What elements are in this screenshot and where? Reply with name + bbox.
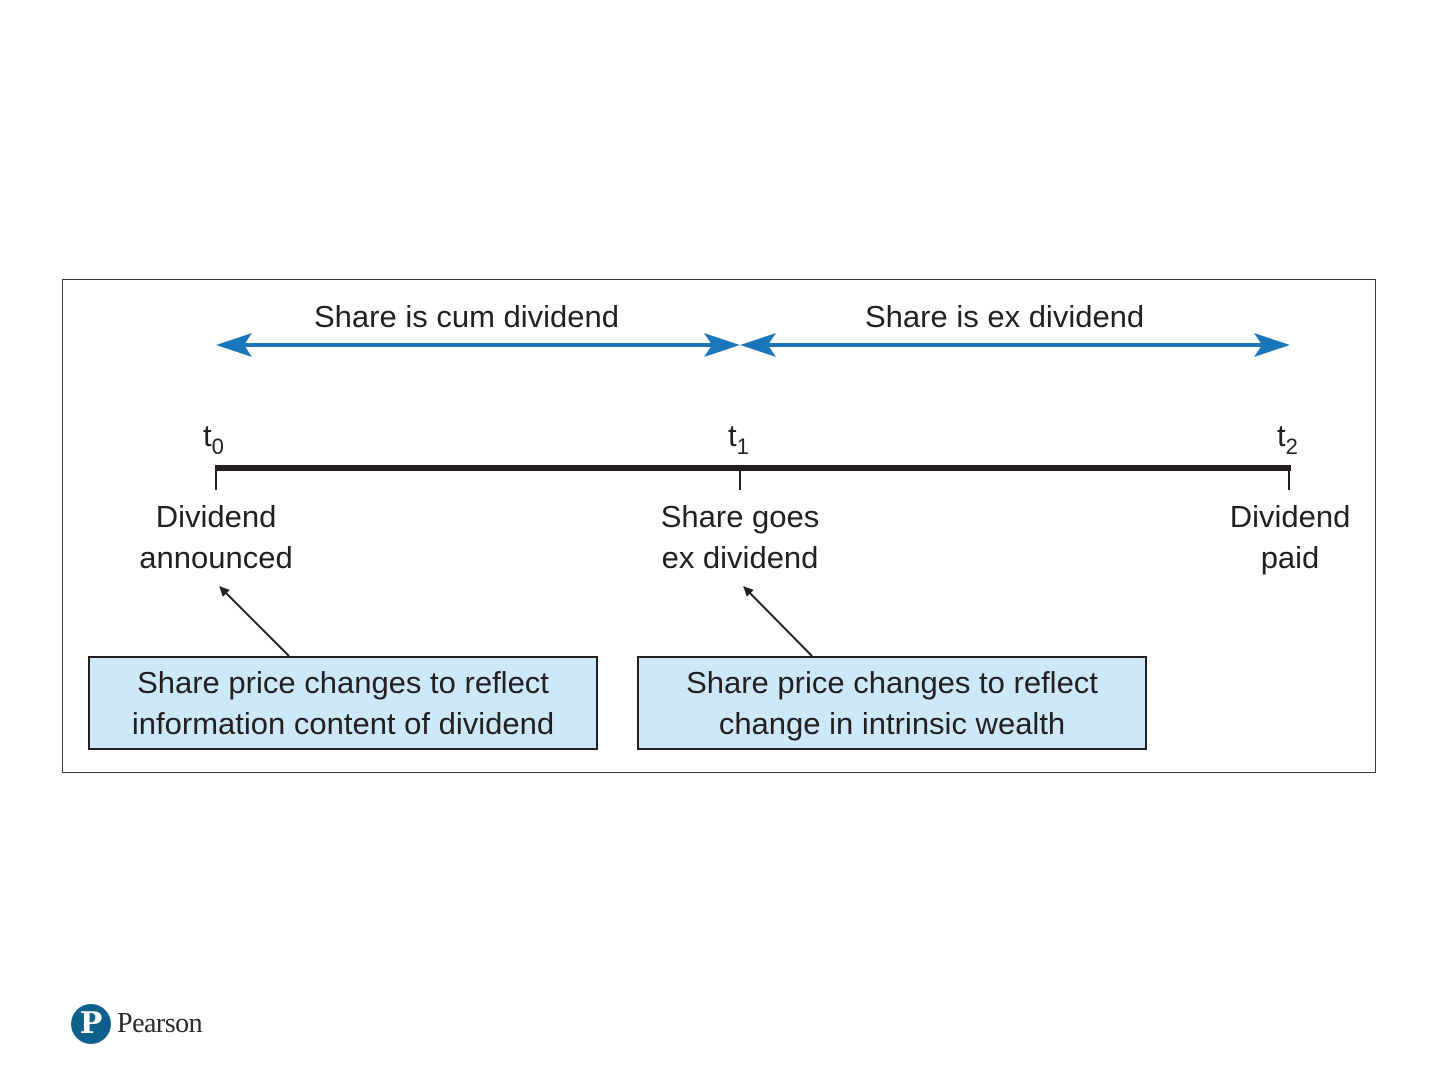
pearson-logo-mark: P [71,1004,111,1044]
pointer-arrow-left [220,587,289,656]
event-label-t0-line2: announced [116,537,316,578]
note-right-line2: change in intrinsic wealth [639,703,1145,744]
event-label-t2-line2: paid [1200,537,1380,578]
ex-dividend-arrow [740,333,1290,357]
cum-dividend-label: Share is cum dividend [314,299,619,335]
event-label-t1-line1: Share goes [640,496,840,537]
event-label-t2-line1: Dividend [1200,496,1380,537]
pointer-arrow-right [744,587,812,656]
t0-label: t0 [203,418,224,454]
event-label-t1: Share goes ex dividend [640,496,840,578]
note-right-line1: Share price changes to reflect [639,662,1145,703]
pearson-logo: P Pearson [71,1004,202,1044]
event-label-t0-line1: Dividend [116,496,316,537]
pearson-logo-text: Pearson [117,1008,202,1040]
event-label-t2: Dividend paid [1200,496,1380,578]
event-label-t0: Dividend announced [116,496,316,578]
note-box-information-content: Share price changes to reflect informati… [88,656,598,750]
note-box-intrinsic-wealth: Share price changes to reflect change in… [637,656,1147,750]
t1-label: t1 [728,418,749,454]
note-left-line2: information content of dividend [90,703,596,744]
event-label-t1-line2: ex dividend [640,537,840,578]
ex-dividend-label: Share is ex dividend [865,299,1144,335]
t2-label: t2 [1277,418,1298,454]
cum-dividend-arrow [216,333,740,357]
note-left-line1: Share price changes to reflect [90,662,596,703]
